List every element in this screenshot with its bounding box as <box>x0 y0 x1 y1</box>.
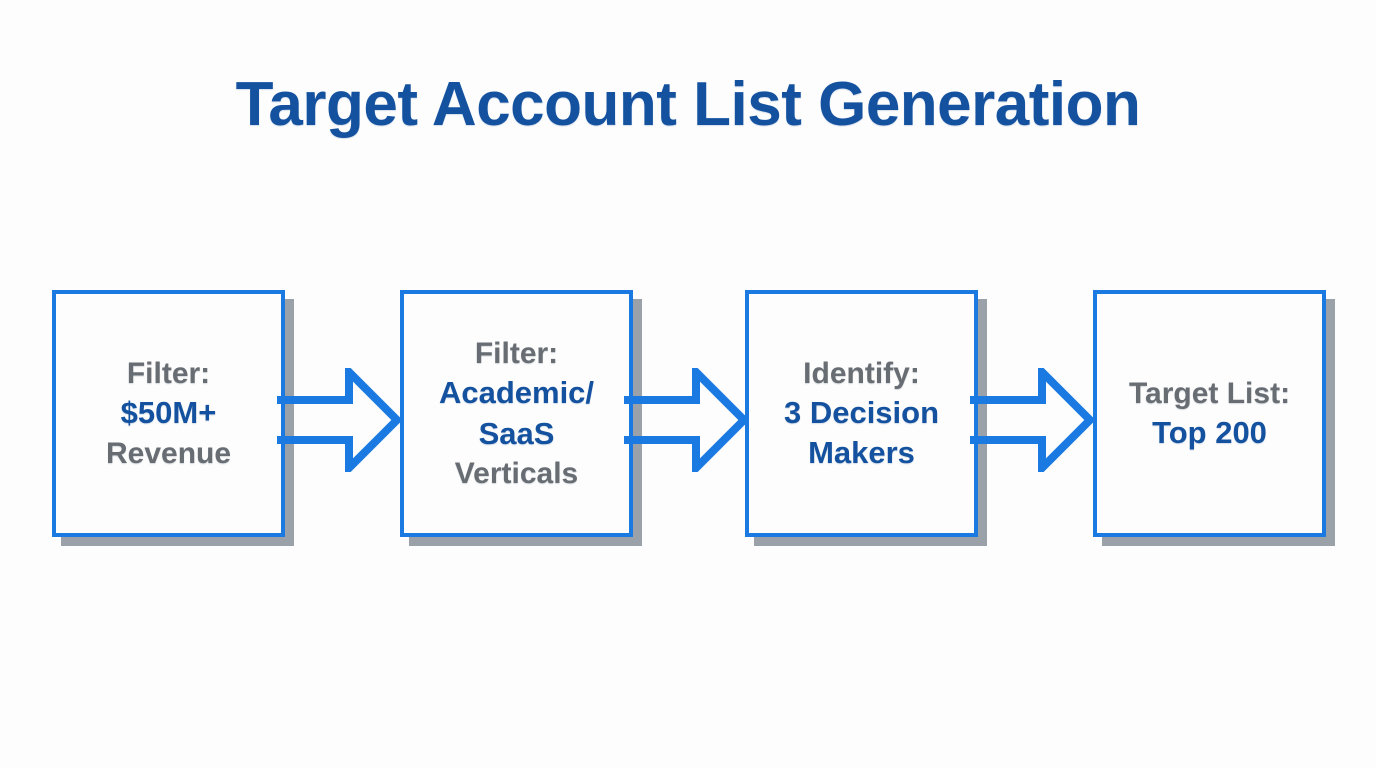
step-line: Filter: <box>474 337 559 371</box>
step-line: SaaS <box>478 415 555 451</box>
step-line: Filter: <box>126 357 211 391</box>
step-line: Verticals <box>454 456 579 490</box>
step-line: Makers <box>808 435 915 470</box>
step-box: Identify: 3 Decision Makers <box>745 290 978 537</box>
step-box: Filter: Academic/ SaaS Verticals <box>400 290 633 537</box>
arrow-right-icon <box>970 368 1094 472</box>
step-line: Identify: <box>803 356 920 390</box>
step-box: Filter: $50M+ Revenue <box>52 290 285 537</box>
step-line: Academic/ <box>438 375 595 411</box>
step-line: Top 200 <box>1152 414 1267 450</box>
flow-step-target-list[interactable]: Target List: Top 200 <box>1093 290 1335 546</box>
step-line: Revenue <box>105 436 232 470</box>
step-line: 3 Decision <box>783 394 940 430</box>
step-line: $50M+ <box>120 395 217 431</box>
flow-step-filter-verticals[interactable]: Filter: Academic/ SaaS Verticals <box>400 290 642 546</box>
step-line: Target List: <box>1128 376 1291 410</box>
arrow-right-icon <box>277 368 401 472</box>
flow-step-filter-revenue[interactable]: Filter: $50M+ Revenue <box>52 290 294 546</box>
step-box: Target List: Top 200 <box>1093 290 1326 537</box>
arrow-right-icon <box>624 368 748 472</box>
flow-step-identify-decision-makers[interactable]: Identify: 3 Decision Makers <box>745 290 987 546</box>
process-flow-diagram: Filter: $50M+ Revenue Filter: Academic/ … <box>0 290 1376 550</box>
page-title: Target Account List Generation <box>235 70 1141 139</box>
